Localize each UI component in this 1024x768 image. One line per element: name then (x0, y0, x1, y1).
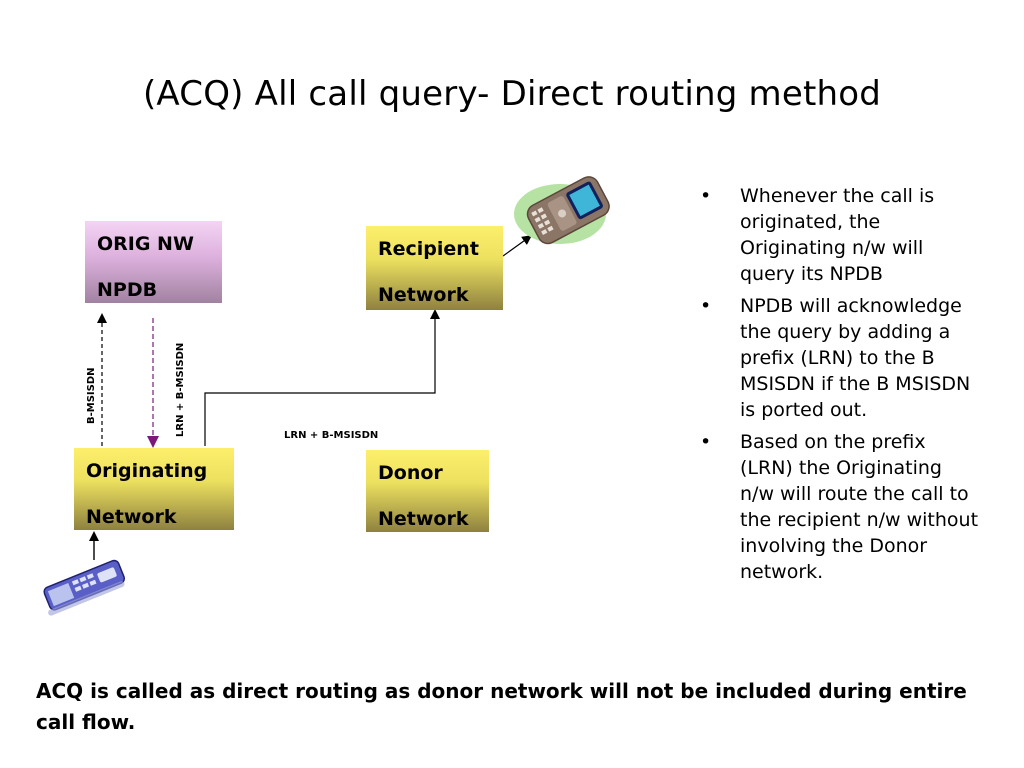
box-label-line2: Network (378, 508, 469, 530)
bullet-symbol: • (700, 185, 712, 207)
bullet-list: • Whenever the call is originated, the Or… (700, 183, 980, 591)
recipient-phone-icon (514, 176, 610, 245)
originating-network-box: Originating Network (74, 448, 234, 530)
b-msisdn-label: B-MSISDN (86, 367, 97, 424)
recipient-phone-arrow (502, 235, 533, 257)
bullet-symbol: • (700, 295, 712, 317)
lrn-b-msisdn-horizontal-label: LRN + B-MSISDN (284, 430, 379, 441)
originating-phone-icon (43, 559, 126, 616)
bullet-text: NPDB will acknowledge the query by addin… (740, 295, 971, 421)
bullet-text: Whenever the call is originated, the Ori… (740, 185, 935, 285)
box-label-line2: NPDB (97, 279, 158, 301)
box-label-line2: Network (86, 506, 177, 528)
bullet-text: Based on the prefix (LRN) the Originatin… (740, 431, 979, 583)
footer-note: ACQ is called as direct routing as donor… (36, 679, 967, 734)
donor-network-box: Donor Network (366, 450, 489, 532)
orig-nw-npdb-box: ORIG NW NPDB (85, 221, 222, 303)
box-label-line1: Recipient (378, 238, 479, 260)
bullet-item: • NPDB will acknowledge the query by addi… (700, 293, 980, 423)
lrn-b-msisdn-vertical-label: LRN + B-MSISDN (175, 342, 186, 437)
bullet-item: • Whenever the call is originated, the Or… (700, 183, 980, 287)
box-label-line1: Originating (86, 460, 208, 482)
routing-arrow (204, 309, 440, 446)
recipient-network-box: Recipient Network (366, 226, 503, 310)
box-label-line1: Donor (378, 462, 443, 484)
slide-title: (ACQ) All call query- Direct routing met… (142, 74, 882, 114)
bullet-item: • Based on the prefix (LRN) the Originati… (700, 429, 980, 585)
box-label-line1: ORIG NW (97, 233, 194, 255)
box-label-line2: Network (378, 284, 469, 306)
bullet-symbol: • (700, 431, 712, 453)
